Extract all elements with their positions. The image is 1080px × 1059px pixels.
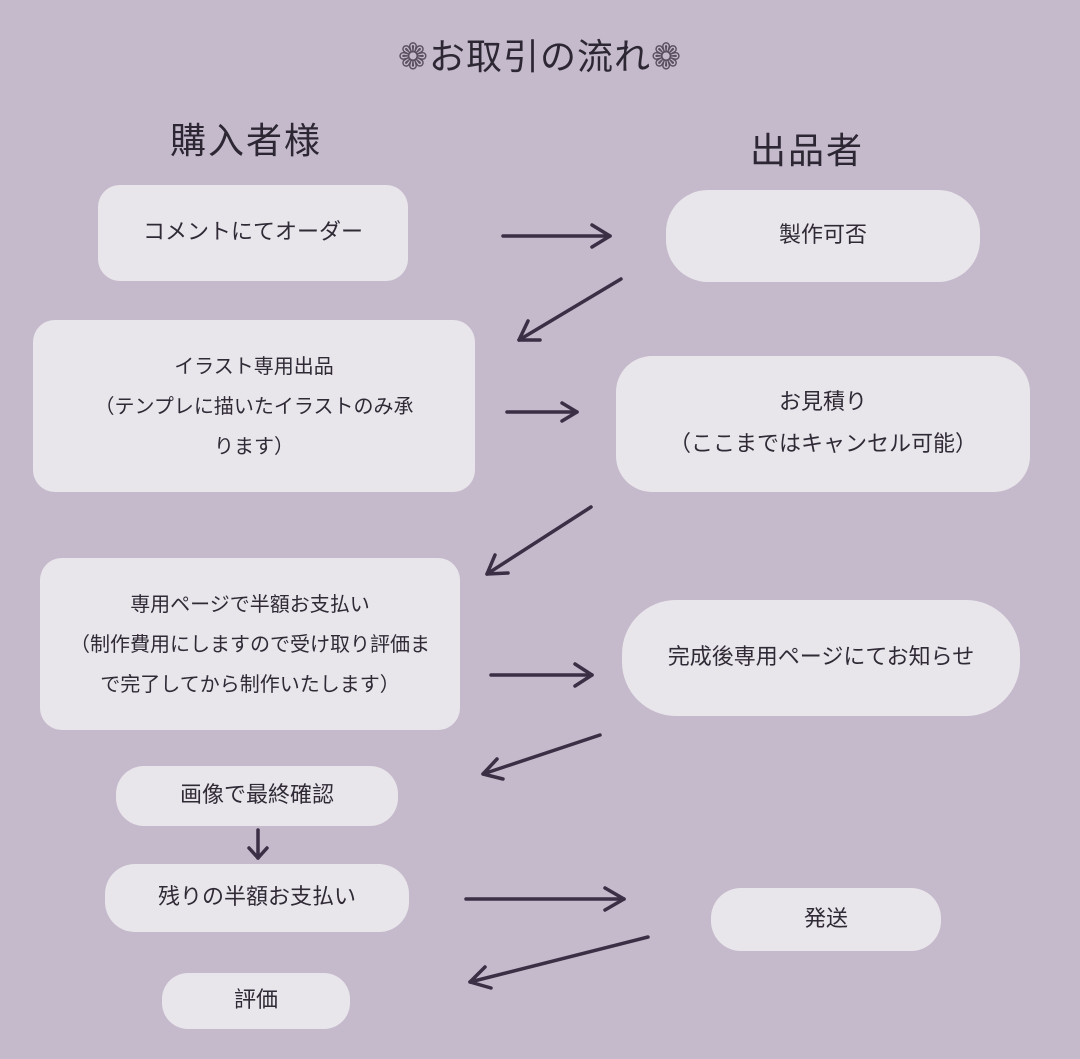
buyer-column-heading: 購入者様	[170, 121, 323, 162]
seller-column-heading: 出品者	[750, 131, 865, 172]
arrow-right-icon	[464, 886, 626, 912]
arrow-down-left-icon	[485, 505, 593, 576]
flower-icon: ❁	[397, 37, 429, 78]
arrow-down-left-icon	[517, 277, 623, 342]
arrow-down-left-icon	[481, 733, 602, 781]
arrow-right-icon	[489, 662, 594, 688]
step-final-check: 画像で最終確認	[116, 766, 398, 826]
step-feasibility: 製作可否	[666, 190, 980, 282]
step-order: コメントにてオーダー	[98, 185, 408, 281]
arrow-down-icon	[247, 828, 269, 860]
step-completion-notice: 完成後専用ページにてお知らせ	[622, 600, 1020, 716]
flower-icon: ❁	[651, 37, 683, 78]
title-text: お取引の流れ	[428, 37, 651, 78]
step-listing: イラスト専用出品 （テンプレに描いたイラストのみ承 ります）	[33, 320, 475, 492]
step-shipping: 発送	[711, 888, 941, 951]
arrow-right-icon	[505, 401, 579, 423]
step-half-payment: 専用ページで半額お支払い （制作費用にしますので受け取り評価ま で完了してから制…	[40, 558, 460, 730]
arrow-right-icon	[501, 223, 612, 249]
step-remaining-payment: 残りの半額お支払い	[105, 864, 409, 932]
page-title: ❁お取引の流れ❁	[0, 28, 1080, 80]
step-review: 評価	[162, 973, 350, 1029]
step-estimate: お見積り （ここまではキャンセル可能）	[616, 356, 1030, 492]
arrow-down-left-icon	[468, 935, 650, 990]
